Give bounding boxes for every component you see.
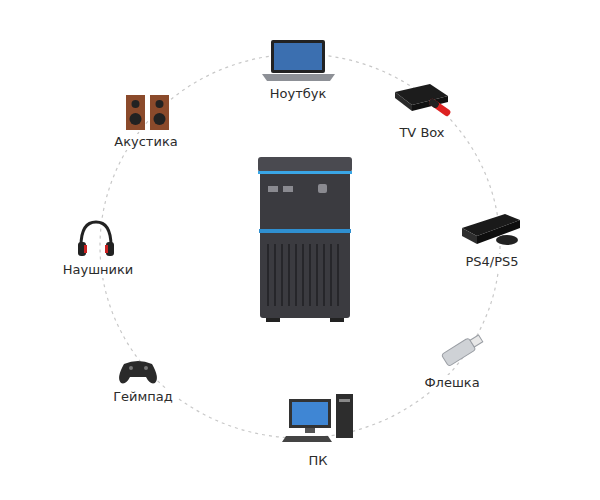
device-label: TV Box	[396, 125, 447, 141]
laptop-icon	[262, 40, 335, 81]
device-label: Наушники	[60, 262, 137, 278]
device-label: PS4/PS5	[462, 254, 521, 270]
flash-drive-icon	[441, 332, 484, 366]
device-label: Ноутбук	[267, 86, 330, 102]
speakers-icon	[126, 95, 169, 130]
gamepad-icon	[119, 361, 157, 383]
pc-icon	[282, 394, 353, 442]
projector	[258, 157, 352, 322]
device-label: ПК	[305, 453, 330, 469]
device-label: Геймпад	[110, 389, 176, 405]
device-label: Флешка	[421, 375, 482, 391]
dashed-ring	[100, 54, 500, 438]
console-icon	[462, 214, 520, 245]
device-label: Акустика	[111, 134, 180, 150]
headphones-icon	[78, 222, 114, 256]
tv-box-icon	[395, 84, 452, 117]
